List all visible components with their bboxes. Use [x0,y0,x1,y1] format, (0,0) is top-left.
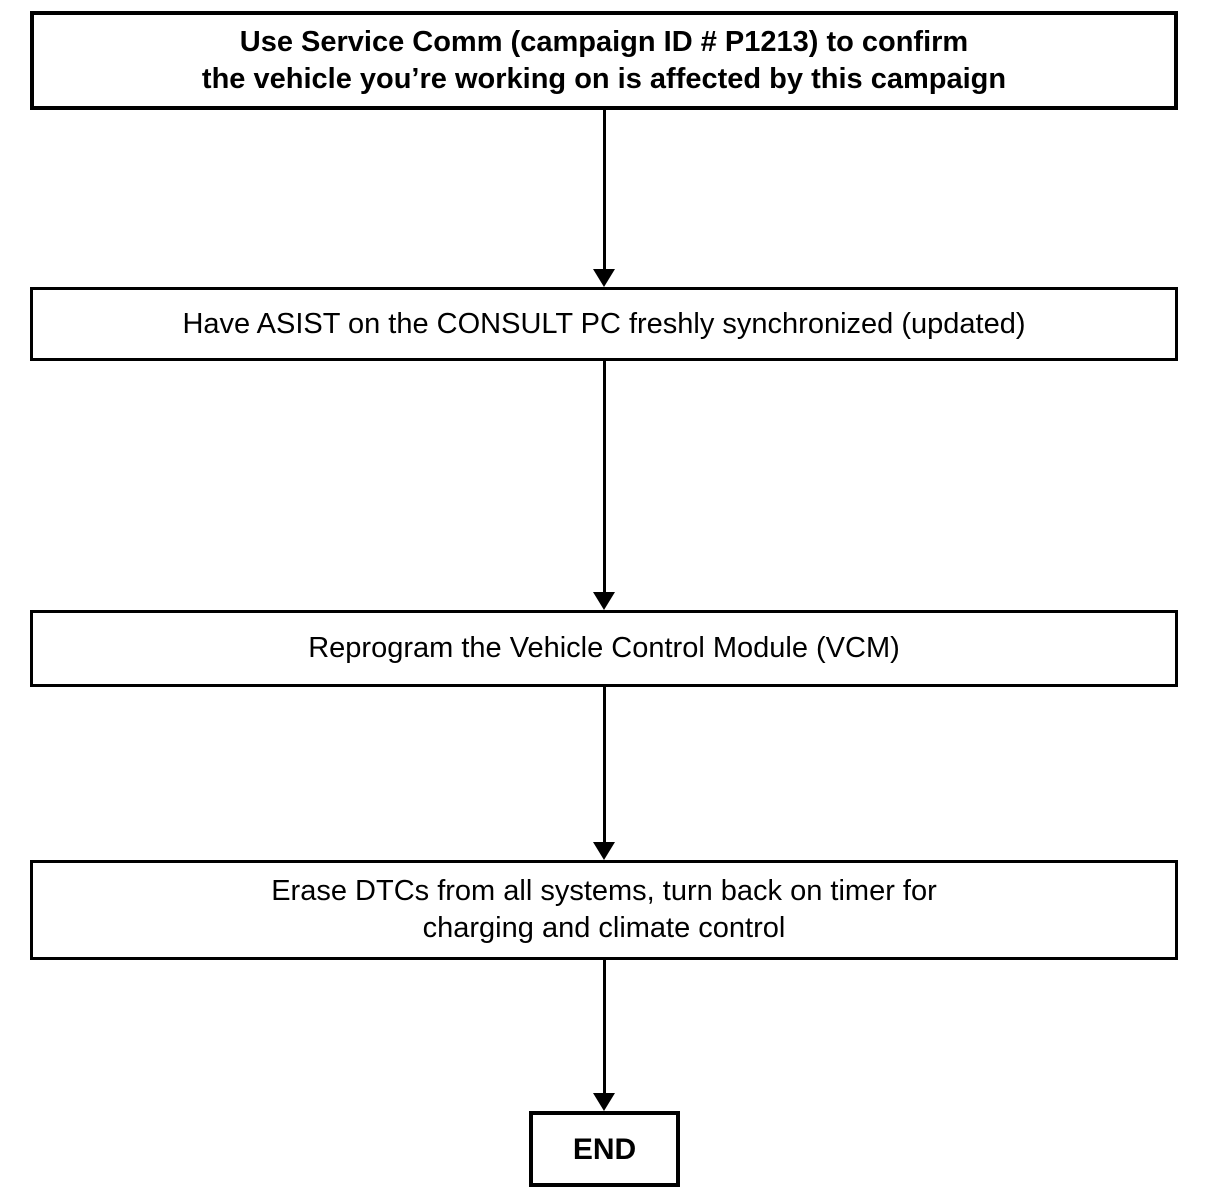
arrow-line [602,110,606,269]
arrow-down-icon [593,592,615,610]
flow-arrow-2 [593,361,615,610]
flow-step-text-line: charging and climate control [422,912,786,944]
arrow-down-icon [593,842,615,860]
flow-step-text-line: Reprogram the Vehicle Control Module (VC… [308,632,900,664]
arrow-line [602,687,606,842]
arrow-down-icon [593,1093,615,1111]
flow-end-label: END [572,1132,637,1166]
flow-step-reprogram-vcm: Reprogram the Vehicle Control Module (VC… [30,610,1178,687]
flow-step-confirm-campaign: Use Service Comm (campaign ID # P1213) t… [30,11,1178,110]
flow-step-erase-dtcs: Erase DTCs from all systems, turn back o… [30,860,1178,960]
flow-arrow-1 [593,110,615,287]
flow-arrow-3 [593,687,615,860]
flow-step-text-line: Have ASIST on the CONSULT PC freshly syn… [182,307,1026,340]
arrow-down-icon [593,269,615,287]
arrow-line [602,960,606,1093]
flow-end-node: END [529,1111,680,1187]
arrow-line [602,361,606,592]
flow-step-text-line: the vehicle you’re working on is affecte… [201,62,1007,95]
flow-step-sync-asist: Have ASIST on the CONSULT PC freshly syn… [30,287,1178,361]
flow-arrow-4 [593,960,615,1111]
flow-step-text-line: Erase DTCs from all systems, turn back o… [271,875,937,907]
flow-step-text-line: Use Service Comm (campaign ID # P1213) t… [239,25,969,58]
